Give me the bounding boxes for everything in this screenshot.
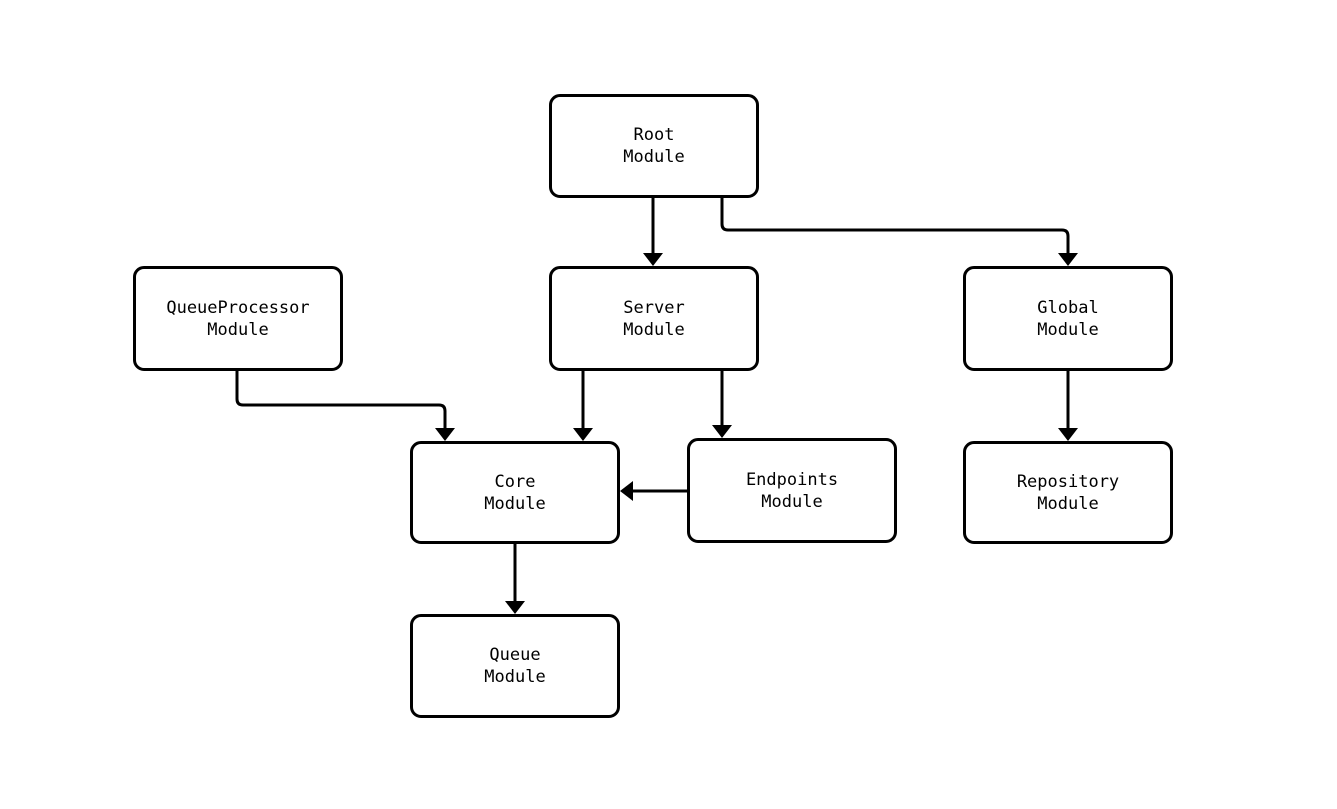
root-module-label-line1: Root [633, 125, 675, 145]
arrowhead [573, 428, 593, 441]
edge-root-to-server [643, 198, 663, 266]
server-module-label-line2: Module [623, 319, 685, 340]
repository-module-label-line1: Repository [1016, 471, 1120, 492]
queue-module-label-line2: Module [484, 667, 546, 687]
global-module-label-line1: Global [1037, 297, 1099, 318]
endpoints-module-label-line1: Endpoints [745, 469, 839, 490]
server-module-label-line1: Server [623, 297, 685, 318]
edge-global-to-repository [1058, 371, 1078, 441]
arrowhead [1058, 428, 1078, 441]
arrowhead [1058, 253, 1078, 266]
arrowhead [620, 481, 633, 501]
core-module-label-line1: Core [494, 471, 536, 492]
global-module-label-line2: Module [1037, 319, 1099, 340]
queue-module-label-line1: Queue [489, 645, 541, 665]
edge-server-to-core [573, 371, 593, 441]
repository-module-label-line2: Module [1037, 493, 1099, 514]
arrowhead [435, 428, 455, 441]
edge-queueprocessor-to-core [235, 371, 455, 441]
root-module-label-line2: Module [623, 147, 685, 167]
edge-endpoints-to-core [620, 481, 687, 501]
queueprocessor-module-label-line1: QueueProcessor [166, 297, 310, 318]
endpoints-module-label-line2: Module [761, 491, 823, 512]
queueprocessor-module-label-line2: Module [207, 319, 269, 340]
arrowhead [643, 253, 663, 266]
arrowhead [505, 601, 525, 614]
arrowhead [712, 425, 732, 438]
edge-core-to-queue [505, 544, 525, 614]
edge-server-to-endpoints [712, 371, 732, 438]
edge-root-to-global [720, 198, 1078, 266]
core-module-label-line2: Module [484, 493, 546, 514]
